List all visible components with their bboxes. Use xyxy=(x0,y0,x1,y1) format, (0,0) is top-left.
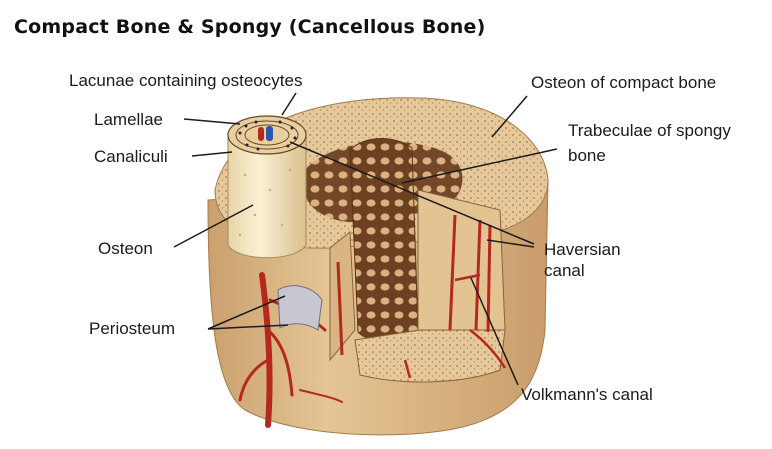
leader-lacunae xyxy=(282,93,296,115)
label-lamellae: Lamellae xyxy=(94,110,163,129)
label-volkmann: Volkmann's canal xyxy=(521,385,653,404)
label-osteon: Osteon xyxy=(98,239,153,258)
leader-lamellae xyxy=(184,119,240,124)
periosteum-flap xyxy=(278,286,322,330)
leader-canaliculi xyxy=(192,152,232,156)
label-haversian-1: Haversian xyxy=(544,240,621,259)
label-osteon-compact: Osteon of compact bone xyxy=(531,73,716,92)
central-artery xyxy=(258,127,264,141)
central-vein xyxy=(266,126,273,141)
label-periosteum: Periosteum xyxy=(89,319,175,338)
cut-face-right xyxy=(418,190,505,340)
label-trabeculae-1: Trabeculae of spongy xyxy=(568,121,731,140)
label-canaliculi: Canaliculi xyxy=(94,147,168,166)
label-lacunae: Lacunae containing osteocytes xyxy=(69,71,302,90)
cut-floor xyxy=(355,330,505,382)
label-haversian-2: canal xyxy=(544,261,585,280)
trabeculae-column xyxy=(350,138,418,341)
label-trabeculae-2: bone xyxy=(568,146,606,165)
